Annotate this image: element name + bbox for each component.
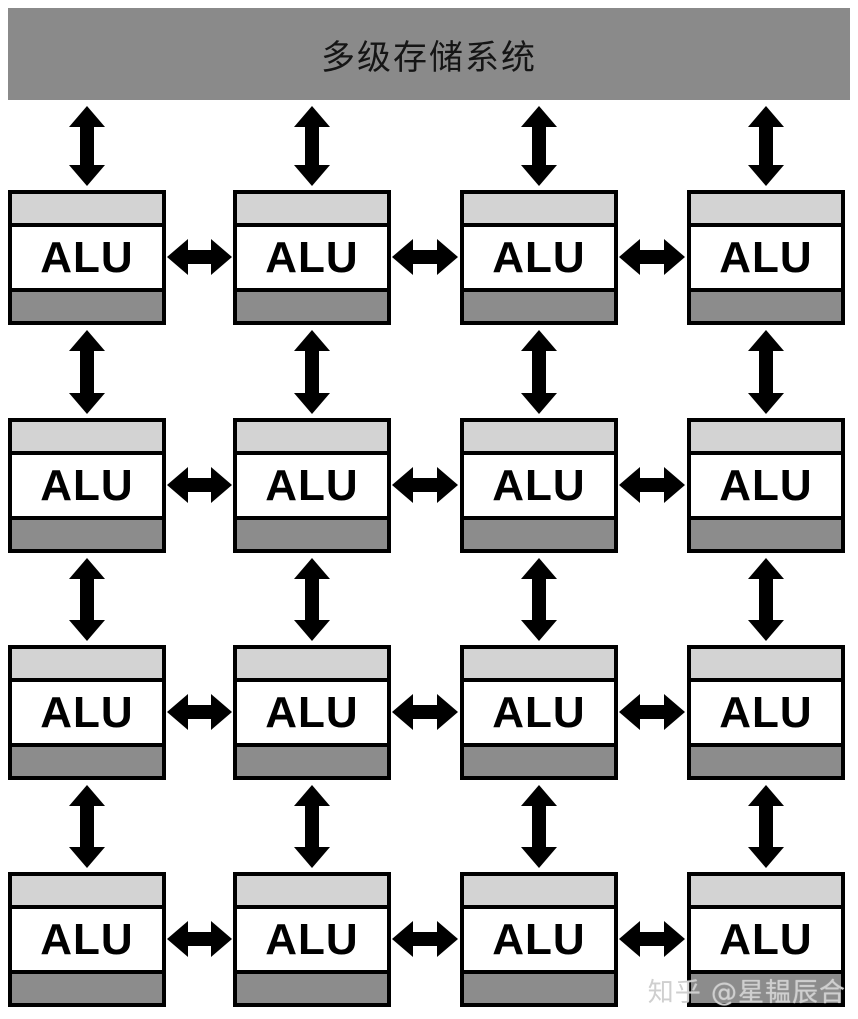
double-arrow-horizontal-icon: [392, 467, 458, 503]
alu-label: ALU: [12, 227, 162, 288]
cell-top-register-band: [12, 649, 162, 682]
cell-bottom-register-band: [237, 516, 387, 549]
cell-top-register-band: [464, 422, 614, 455]
double-arrow-horizontal-icon: [619, 239, 685, 275]
cell-top-register-band: [464, 876, 614, 909]
memory-system-label: 多级存储系统: [321, 37, 537, 78]
cell-top-register-band: [464, 649, 614, 682]
cell-bottom-register-band: [464, 743, 614, 776]
double-arrow-vertical-icon: [69, 106, 105, 186]
memory-system-bar: 多级存储系统: [8, 8, 850, 100]
cell-bottom-register-band: [691, 288, 841, 321]
double-arrow-horizontal-icon: [619, 694, 685, 730]
double-arrow-horizontal-icon: [167, 921, 232, 957]
alu-label: ALU: [691, 909, 841, 970]
double-arrow-vertical-icon: [294, 106, 330, 186]
cell-bottom-register-band: [464, 970, 614, 1003]
alu-cell: ALU: [460, 418, 618, 553]
alu-cell: ALU: [687, 872, 845, 1007]
cell-bottom-register-band: [12, 516, 162, 549]
double-arrow-vertical-icon: [69, 785, 105, 868]
alu-label: ALU: [12, 909, 162, 970]
alu-label: ALU: [12, 682, 162, 743]
cell-bottom-register-band: [12, 743, 162, 776]
double-arrow-horizontal-icon: [167, 239, 232, 275]
cell-top-register-band: [237, 649, 387, 682]
cell-bottom-register-band: [464, 288, 614, 321]
alu-label: ALU: [237, 909, 387, 970]
double-arrow-horizontal-icon: [392, 921, 458, 957]
cell-bottom-register-band: [691, 516, 841, 549]
double-arrow-vertical-icon: [521, 785, 557, 868]
cell-bottom-register-band: [691, 970, 841, 1003]
cell-top-register-band: [12, 422, 162, 455]
alu-cell: ALU: [8, 190, 166, 325]
cell-top-register-band: [12, 194, 162, 227]
double-arrow-vertical-icon: [521, 330, 557, 414]
double-arrow-vertical-icon: [69, 330, 105, 414]
alu-cell: ALU: [8, 872, 166, 1007]
double-arrow-vertical-icon: [748, 106, 784, 186]
alu-cell: ALU: [460, 190, 618, 325]
alu-cell: ALU: [687, 190, 845, 325]
alu-cell: ALU: [460, 645, 618, 780]
cell-top-register-band: [691, 194, 841, 227]
double-arrow-vertical-icon: [748, 785, 784, 868]
double-arrow-vertical-icon: [748, 558, 784, 641]
alu-cell: ALU: [233, 645, 391, 780]
cell-top-register-band: [691, 876, 841, 909]
alu-cell: ALU: [233, 872, 391, 1007]
alu-label: ALU: [464, 909, 614, 970]
double-arrow-horizontal-icon: [392, 694, 458, 730]
double-arrow-vertical-icon: [294, 558, 330, 641]
alu-label: ALU: [691, 227, 841, 288]
cell-top-register-band: [237, 876, 387, 909]
alu-cell: ALU: [233, 190, 391, 325]
alu-cell: ALU: [460, 872, 618, 1007]
double-arrow-horizontal-icon: [167, 467, 232, 503]
cell-bottom-register-band: [237, 288, 387, 321]
cell-top-register-band: [12, 876, 162, 909]
double-arrow-vertical-icon: [294, 330, 330, 414]
cell-bottom-register-band: [691, 743, 841, 776]
alu-label: ALU: [464, 455, 614, 516]
double-arrow-horizontal-icon: [619, 921, 685, 957]
alu-label: ALU: [12, 455, 162, 516]
alu-label: ALU: [691, 682, 841, 743]
alu-label: ALU: [691, 455, 841, 516]
alu-label: ALU: [237, 682, 387, 743]
double-arrow-horizontal-icon: [167, 694, 232, 730]
cell-bottom-register-band: [237, 970, 387, 1003]
alu-label: ALU: [464, 227, 614, 288]
alu-label: ALU: [237, 227, 387, 288]
alu-label: ALU: [237, 455, 387, 516]
double-arrow-vertical-icon: [521, 558, 557, 641]
cell-top-register-band: [237, 194, 387, 227]
watermark: 知乎 @星韫辰合: [647, 978, 846, 1008]
cell-bottom-register-band: [464, 516, 614, 549]
alu-cell: ALU: [8, 645, 166, 780]
double-arrow-vertical-icon: [294, 785, 330, 868]
cell-top-register-band: [691, 649, 841, 682]
double-arrow-vertical-icon: [748, 330, 784, 414]
alu-cell: ALU: [687, 645, 845, 780]
cell-top-register-band: [691, 422, 841, 455]
cell-bottom-register-band: [12, 970, 162, 1003]
double-arrow-horizontal-icon: [392, 239, 458, 275]
cell-bottom-register-band: [237, 743, 387, 776]
alu-cell: ALU: [8, 418, 166, 553]
double-arrow-vertical-icon: [69, 558, 105, 641]
cell-top-register-band: [237, 422, 387, 455]
alu-cell: ALU: [233, 418, 391, 553]
cell-top-register-band: [464, 194, 614, 227]
cell-bottom-register-band: [12, 288, 162, 321]
alu-cell: ALU: [687, 418, 845, 553]
double-arrow-vertical-icon: [521, 106, 557, 186]
alu-label: ALU: [464, 682, 614, 743]
double-arrow-horizontal-icon: [619, 467, 685, 503]
